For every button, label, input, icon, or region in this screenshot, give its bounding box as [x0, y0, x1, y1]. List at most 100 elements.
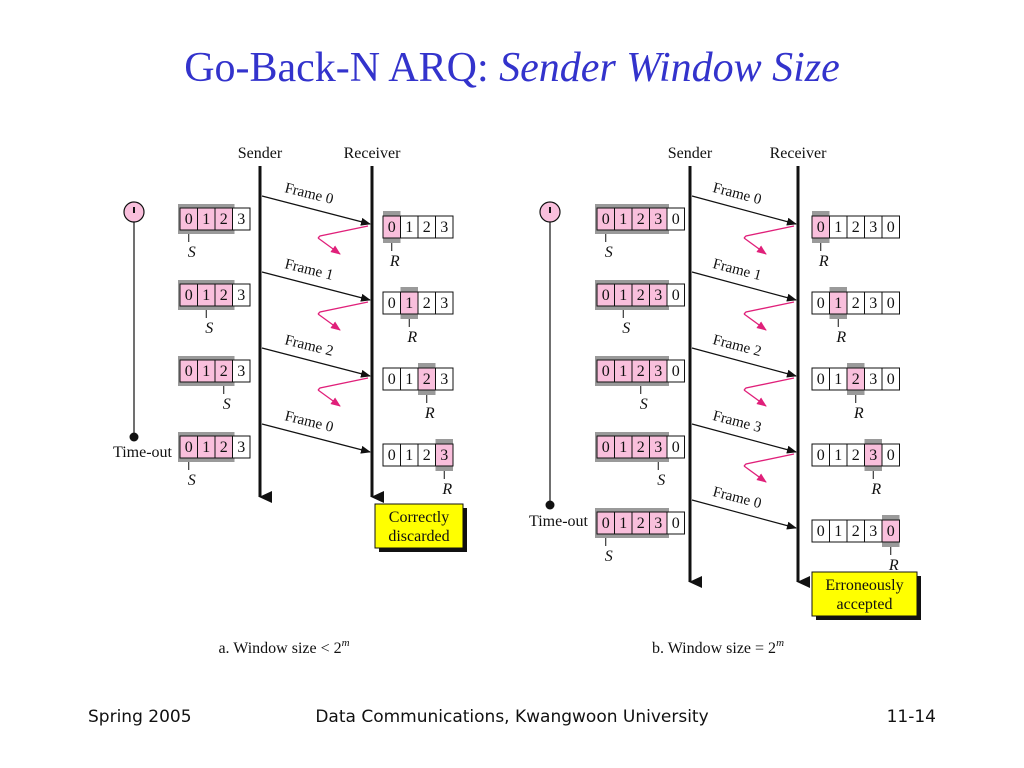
seq-number: 3 [237, 211, 245, 228]
frame-arrow [261, 347, 371, 378]
seq-number: 3 [654, 211, 662, 228]
seq-number: 3 [654, 515, 662, 532]
seq-number: 0 [672, 363, 680, 380]
seq-number: 1 [619, 211, 627, 228]
sender-pointer-label: S [605, 244, 613, 261]
seq-number: 2 [852, 447, 860, 464]
seq-number: 1 [202, 363, 210, 380]
sender-pointer-label: S [622, 320, 630, 337]
seq-number: 1 [405, 295, 413, 312]
seq-number: 2 [637, 515, 645, 532]
frame-arrow [261, 195, 371, 226]
seq-number: 2 [423, 447, 431, 464]
receiver-label: Receiver [770, 145, 828, 162]
sender-label: Sender [238, 145, 283, 162]
frame-arrow [691, 423, 797, 454]
seq-number: 3 [654, 287, 662, 304]
seq-cell [881, 443, 900, 467]
receiver-pointer-label: R [870, 481, 881, 498]
lost-ack-arrow [317, 313, 341, 331]
sender-pointer-label: S [205, 320, 213, 337]
seq-number: 0 [887, 219, 895, 236]
seq-number: 3 [869, 371, 877, 388]
timeout-label: Time-out [529, 513, 589, 530]
lost-ack-line [743, 377, 795, 391]
seq-number: 0 [388, 219, 396, 236]
seq-number: 0 [672, 439, 680, 456]
lost-ack-arrow [743, 237, 767, 255]
diagram-caption: a. Window size < 2m [218, 637, 349, 657]
frame-label: Frame 3 [711, 408, 763, 436]
seq-cell [232, 283, 251, 307]
lost-ack-arrow [317, 237, 341, 255]
seq-number: 0 [185, 287, 193, 304]
seq-number: 2 [423, 371, 431, 388]
seq-number: 1 [834, 371, 842, 388]
seq-cell [232, 207, 251, 231]
seq-number: 0 [388, 447, 396, 464]
frame-arrow [691, 499, 797, 530]
seq-number: 0 [602, 363, 610, 380]
caption-superscript: m [342, 637, 350, 649]
seq-cell [666, 435, 685, 459]
receiver-pointer-label: R [853, 405, 864, 422]
sender-pointer-label: S [657, 472, 665, 489]
seq-number: 0 [817, 523, 825, 540]
timeout-label: Time-out [113, 444, 173, 461]
seq-number: 1 [619, 287, 627, 304]
seq-number: 2 [423, 219, 431, 236]
seq-number: 0 [185, 439, 193, 456]
frame-arrow [691, 195, 797, 226]
seq-number: 2 [637, 439, 645, 456]
footer-date: Spring 2005 [88, 707, 192, 727]
sender-label: Sender [668, 145, 713, 162]
seq-cell [435, 443, 454, 467]
seq-number: 0 [887, 295, 895, 312]
lost-ack-arrow [743, 313, 767, 331]
seq-number: 2 [852, 523, 860, 540]
seq-number: 1 [619, 363, 627, 380]
receiver-pointer-label: R [389, 253, 400, 270]
seq-cell [666, 359, 685, 383]
seq-number: 2 [637, 363, 645, 380]
seq-number: 0 [602, 439, 610, 456]
seq-number: 0 [817, 219, 825, 236]
note-line2: discarded [388, 528, 449, 545]
sender-pointer-label: S [188, 244, 196, 261]
seq-number: 0 [602, 515, 610, 532]
seq-cell [881, 367, 900, 391]
seq-number: 0 [388, 371, 396, 388]
seq-number: 1 [405, 219, 413, 236]
seq-cell [232, 435, 251, 459]
seq-number: 2 [423, 295, 431, 312]
receiver-pointer-label: R [441, 481, 452, 498]
sender-pointer-label: S [188, 472, 196, 489]
seq-cell [232, 359, 251, 383]
seq-number: 3 [440, 447, 448, 464]
seq-number: 0 [672, 211, 680, 228]
receiver-pointer-label: R [888, 557, 899, 574]
frame-label: Frame 0 [711, 484, 763, 512]
seq-cell [666, 207, 685, 231]
seq-number: 1 [405, 371, 413, 388]
seq-number: 0 [185, 363, 193, 380]
lost-ack-arrow [317, 389, 341, 407]
seq-number: 1 [202, 287, 210, 304]
seq-cell [435, 215, 454, 239]
seq-number: 0 [388, 295, 396, 312]
lost-ack-line [317, 301, 369, 315]
seq-number: 1 [619, 515, 627, 532]
